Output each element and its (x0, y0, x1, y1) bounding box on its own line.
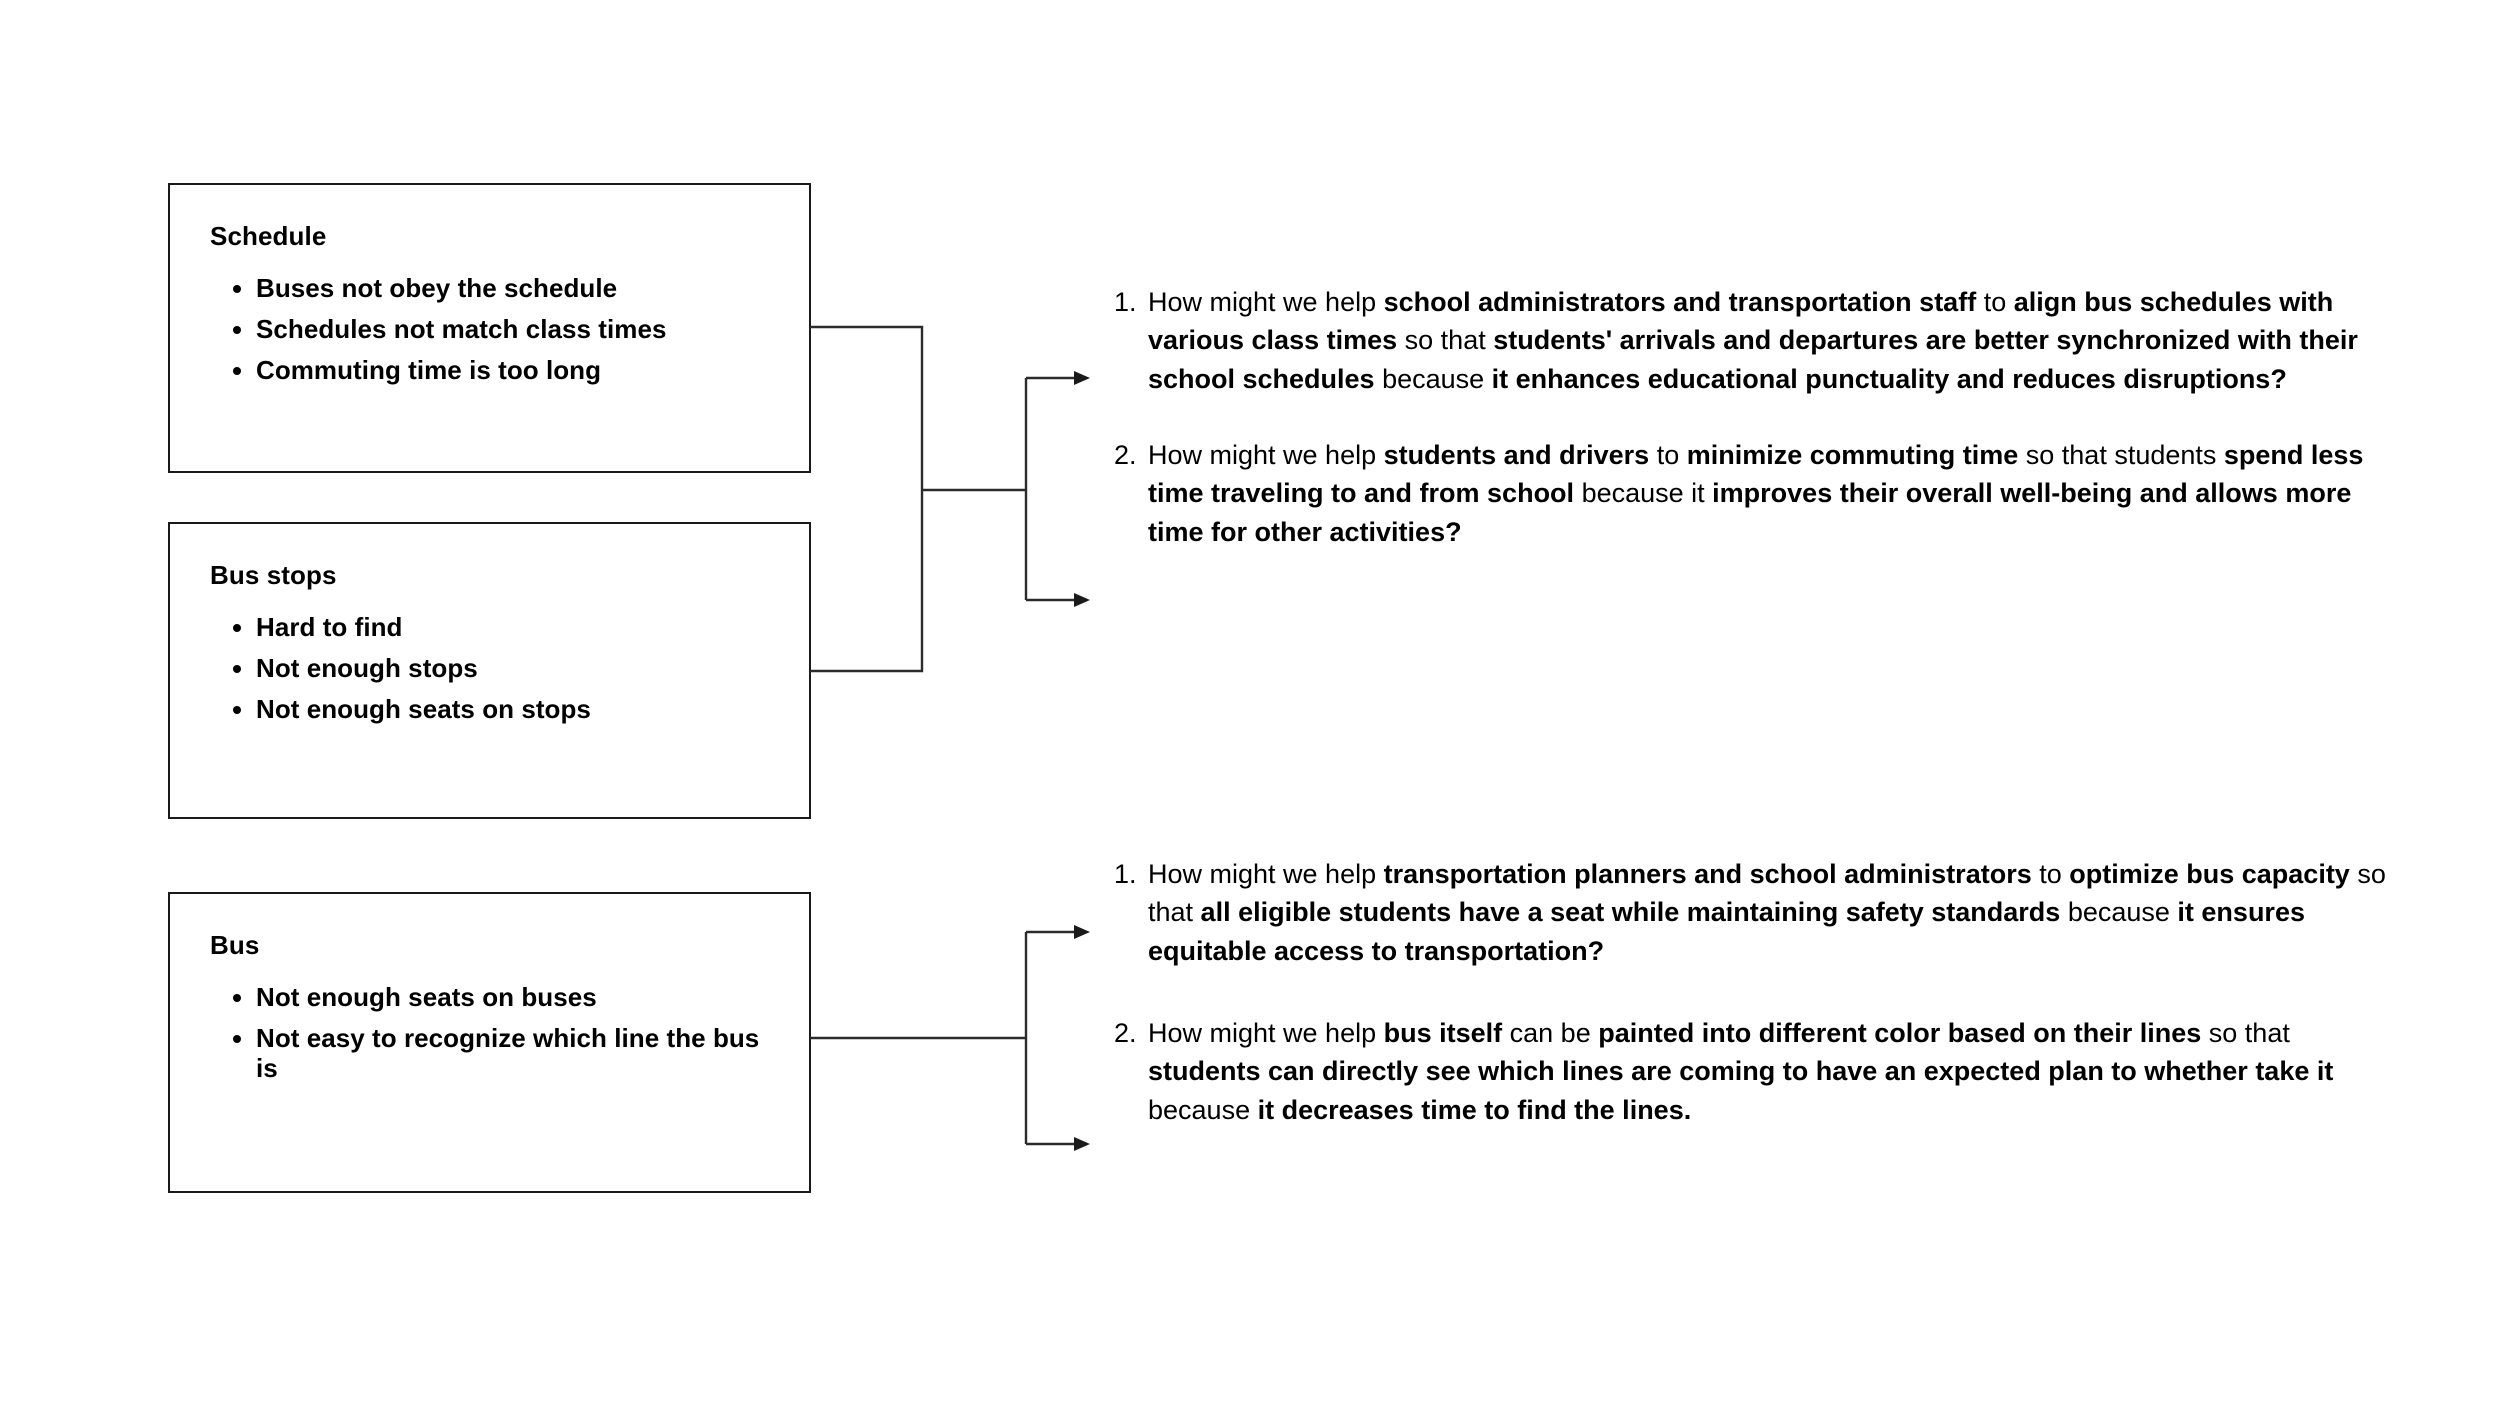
problem-list-item: Schedules not match class times (256, 314, 785, 344)
hmw-plain-text: so that (1148, 859, 2386, 928)
hmw-emphasis-text: bus itself (1383, 1017, 1503, 1048)
hmw-group-schedule-and-stops: How might we help school administrators … (1098, 283, 2398, 551)
hmw-plain-text: so that (2201, 1017, 2290, 1048)
hmw-question: How might we help bus itself can be pain… (1144, 1014, 2398, 1129)
problem-box-bus: Bus Not enough seats on buses Not easy t… (168, 892, 811, 1193)
problem-box-list: Hard to find Not enough stops Not enough… (214, 612, 785, 735)
problem-box-bus-stops: Bus stops Hard to find Not enough stops … (168, 522, 811, 819)
hmw-emphasis-text: all eligible students have a seat while … (1200, 897, 2061, 928)
hmw-plain-text: to (1649, 439, 1687, 470)
hmw-emphasis-text: it ensures equitable access to transport… (1148, 897, 2305, 966)
hmw-plain-text: How might we help (1148, 287, 1384, 317)
problem-box-list: Buses not obey the schedule Schedules no… (214, 273, 785, 396)
problem-box-title: Schedule (210, 221, 327, 251)
hmw-plain-text: How might we help (1148, 859, 1384, 889)
hmw-emphasis-text: align bus schedules with various class t… (1148, 287, 2334, 356)
hmw-emphasis-text: students' arrivals and departures are be… (1148, 325, 2358, 394)
problem-box-title: Bus (210, 930, 260, 960)
hmw-question: How might we help school administrators … (1144, 283, 2398, 398)
arrow-head-icon (1074, 593, 1090, 607)
hmw-emphasis-text: minimize commuting time (1686, 439, 2019, 470)
hmw-emphasis-text: it decreases time to find the lines. (1257, 1094, 1692, 1125)
hmw-emphasis-text: improves their overall well-being and al… (1148, 478, 2352, 547)
hmw-question-list: How might we help transportation planner… (1098, 855, 2398, 1129)
hmw-emphasis-text: it enhances educational punctuality and … (1491, 363, 2287, 394)
hmw-emphasis-text: optimize bus capacity (2069, 859, 2350, 889)
problem-list-item: Not enough seats on stops (256, 694, 785, 724)
hmw-emphasis-text: school administrators and transportation… (1383, 287, 1977, 317)
problem-list-item: Commuting time is too long (256, 355, 785, 385)
hmw-plain-text: because it (1574, 478, 1713, 509)
hmw-question: How might we help students and drivers t… (1144, 436, 2398, 551)
arrow-head-icon (1074, 925, 1090, 939)
problem-list-item: Hard to find (256, 612, 785, 642)
hmw-plain-text: because (1374, 363, 1492, 394)
hmw-emphasis-text: students and drivers (1383, 439, 1650, 470)
connector-schedule-to-bracket (810, 325, 924, 673)
hmw-plain-text: because (2060, 897, 2178, 928)
hmw-emphasis-text: transportation planners and school admin… (1383, 859, 2032, 889)
hmw-plain-text: because (1148, 1094, 1258, 1125)
hmw-emphasis-text: painted into different color based on th… (1598, 1017, 2202, 1048)
problem-box-title: Bus stops (210, 560, 337, 590)
hmw-plain-text: so that (1397, 325, 1494, 356)
problem-list-item: Not easy to recognize which line the bus… (256, 1023, 785, 1083)
hmw-plain-text: to (1976, 287, 2014, 317)
hmw-plain-text: so that students (2018, 439, 2224, 470)
problem-box-list: Not enough seats on buses Not easy to re… (214, 982, 785, 1094)
hmw-plain-text: can be (1502, 1017, 1599, 1048)
arrow-head-icon (1074, 371, 1090, 385)
hmw-group-bus: How might we help transportation planner… (1098, 855, 2398, 1173)
hmw-question-list: How might we help school administrators … (1098, 283, 2398, 551)
problem-list-item: Buses not obey the schedule (256, 273, 785, 303)
arrow-head-icon (1074, 1137, 1090, 1151)
hmw-plain-text: to (2031, 859, 2070, 889)
hmw-plain-text: How might we help (1148, 1017, 1384, 1048)
problem-box-schedule: Schedule Buses not obey the schedule Sch… (168, 183, 811, 473)
hmw-emphasis-text: students can directly see which lines ar… (1148, 1056, 2334, 1087)
problem-list-item: Not enough stops (256, 653, 785, 683)
hmw-emphasis-text: spend less time traveling to and from sc… (1148, 439, 2364, 509)
problem-list-item: Not enough seats on buses (256, 982, 785, 1012)
hmw-plain-text: How might we help (1148, 439, 1384, 470)
hmw-question: How might we help transportation planner… (1144, 855, 2398, 970)
